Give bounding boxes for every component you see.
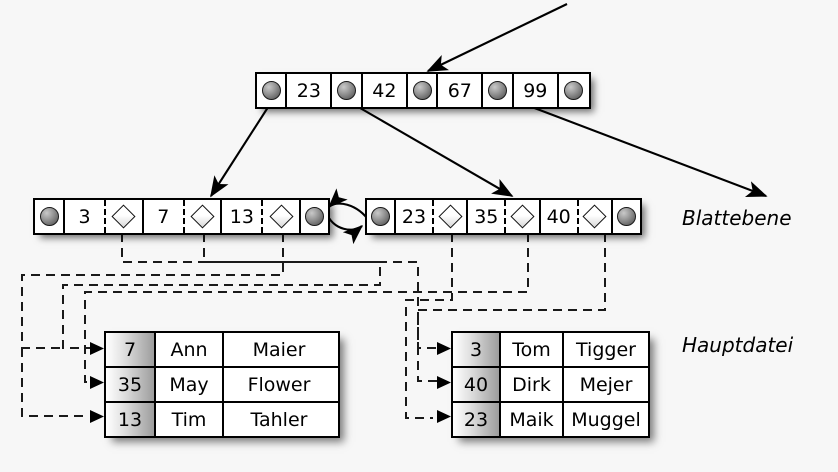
filled-circle-pointer-icon bbox=[412, 81, 432, 100]
diamond-record-pointer-icon bbox=[111, 204, 136, 229]
row-key: 23 bbox=[453, 403, 501, 436]
row-key: 40 bbox=[453, 368, 501, 401]
table-row[interactable]: 7 Ann Maier bbox=[106, 333, 338, 366]
row-key: 13 bbox=[106, 403, 156, 436]
arrow-into-root bbox=[426, 3, 568, 72]
row-last-name: Mejer bbox=[579, 373, 633, 396]
table-row[interactable]: 13 Tim Tahler bbox=[106, 401, 338, 436]
diamond-record-pointer-icon bbox=[438, 204, 463, 229]
row-key: 3 bbox=[453, 333, 501, 366]
root-pointer-1[interactable] bbox=[332, 74, 363, 107]
record-link-leaf-right-23 bbox=[405, 233, 453, 419]
leaf-right-prev-pointer[interactable] bbox=[367, 200, 396, 233]
diamond-record-pointer-icon bbox=[190, 204, 215, 229]
row-last-name: Maier bbox=[252, 338, 306, 361]
arrowhead-right-row1 bbox=[437, 342, 451, 355]
filled-circle-pointer-icon bbox=[304, 207, 324, 226]
leaf-right-record-pointer-0[interactable] bbox=[433, 200, 469, 233]
row-last-name: Tigger bbox=[576, 338, 636, 361]
root-pointer-3[interactable] bbox=[483, 74, 514, 107]
caption-blattebene: Blattebene bbox=[682, 206, 792, 230]
arrowhead-left-row3 bbox=[90, 410, 104, 423]
root-pointer-2[interactable] bbox=[407, 74, 439, 107]
leaf-node-right[interactable]: 23 35 40 bbox=[365, 198, 642, 235]
diamond-record-pointer-icon bbox=[582, 204, 607, 229]
row-first-name: Dirk bbox=[501, 368, 564, 401]
row-first-name: Tom bbox=[501, 333, 564, 366]
root-key-2: 67 bbox=[438, 74, 484, 107]
diamond-record-pointer-icon bbox=[269, 204, 294, 229]
root-pointer-0[interactable] bbox=[257, 74, 288, 107]
root-key-0: 23 bbox=[287, 74, 333, 107]
filled-circle-pointer-icon bbox=[488, 81, 508, 100]
filled-circle-pointer-icon bbox=[261, 81, 281, 100]
record-link-tail-left-13 bbox=[21, 348, 88, 417]
row-first-name: Tim bbox=[156, 403, 224, 436]
arrow-root-to-right-level bbox=[515, 100, 768, 197]
filled-circle-pointer-icon bbox=[337, 81, 357, 100]
row-first-name: Maik bbox=[501, 403, 564, 436]
leaf-left-record-pointer-1[interactable] bbox=[184, 200, 223, 233]
main-file-table-right[interactable]: 3 Tom Tigger 40 Dirk Mejer 23 Maik Mugge… bbox=[451, 331, 650, 438]
root-pointer-4[interactable] bbox=[558, 74, 590, 107]
caption-hauptdatei: Hauptdatei bbox=[682, 333, 794, 357]
table-row[interactable]: 35 May Flower bbox=[106, 366, 338, 401]
filled-circle-pointer-icon bbox=[617, 207, 636, 226]
row-last-name: Tahler bbox=[250, 408, 308, 431]
filled-circle-pointer-icon bbox=[370, 207, 390, 226]
arrowhead-right-row2 bbox=[437, 376, 451, 389]
leaf-left-key-2: 13 bbox=[222, 200, 264, 233]
row-first-name: Ann bbox=[156, 333, 224, 366]
diamond-record-pointer-icon bbox=[510, 204, 535, 229]
leaf-left-key-0: 3 bbox=[65, 200, 107, 233]
leaf-right-next-pointer[interactable] bbox=[613, 200, 640, 233]
table-row[interactable]: 3 Tom Tigger bbox=[453, 333, 648, 366]
root-key-1: 42 bbox=[362, 74, 408, 107]
leaf-left-next-pointer[interactable] bbox=[300, 200, 328, 233]
leaf-left-record-pointer-2[interactable] bbox=[263, 200, 301, 233]
arrowhead-left-row1 bbox=[90, 342, 104, 355]
arrow-root-to-right-leaf bbox=[347, 100, 514, 197]
root-key-3: 99 bbox=[513, 74, 559, 107]
table-row[interactable]: 40 Dirk Mejer bbox=[453, 366, 648, 401]
row-key: 35 bbox=[106, 368, 156, 401]
table-row[interactable]: 23 Maik Muggel bbox=[453, 401, 648, 436]
leaf-left-record-pointer-0[interactable] bbox=[106, 200, 144, 233]
arrowhead-left-row2 bbox=[90, 376, 104, 389]
row-first-name: May bbox=[156, 368, 224, 401]
leaf-right-key-2: 40 bbox=[540, 200, 579, 233]
leaf-node-left[interactable]: 3 7 13 bbox=[33, 198, 330, 235]
filled-circle-pointer-icon bbox=[39, 207, 59, 226]
leaf-right-key-0: 23 bbox=[395, 200, 434, 233]
leaf-right-key-1: 35 bbox=[468, 200, 507, 233]
row-last-name: Flower bbox=[247, 373, 311, 396]
leaf-left-key-1: 7 bbox=[143, 200, 185, 233]
main-file-table-left[interactable]: 7 Ann Maier 35 May Flower 13 Tim Tahler bbox=[104, 331, 340, 438]
arrowhead-right-row3 bbox=[437, 410, 451, 423]
filled-circle-pointer-icon bbox=[564, 81, 584, 100]
leaf-left-prev-pointer[interactable] bbox=[35, 200, 65, 233]
arrow-root-to-left-leaf bbox=[210, 100, 273, 198]
leaf-chain-connector bbox=[324, 188, 371, 245]
root-index-node[interactable]: 23 42 67 99 bbox=[255, 72, 591, 109]
row-key: 7 bbox=[106, 333, 156, 366]
row-last-name: Muggel bbox=[571, 408, 641, 431]
leaf-right-record-pointer-2[interactable] bbox=[578, 200, 614, 233]
leaf-right-record-pointer-1[interactable] bbox=[506, 200, 541, 233]
